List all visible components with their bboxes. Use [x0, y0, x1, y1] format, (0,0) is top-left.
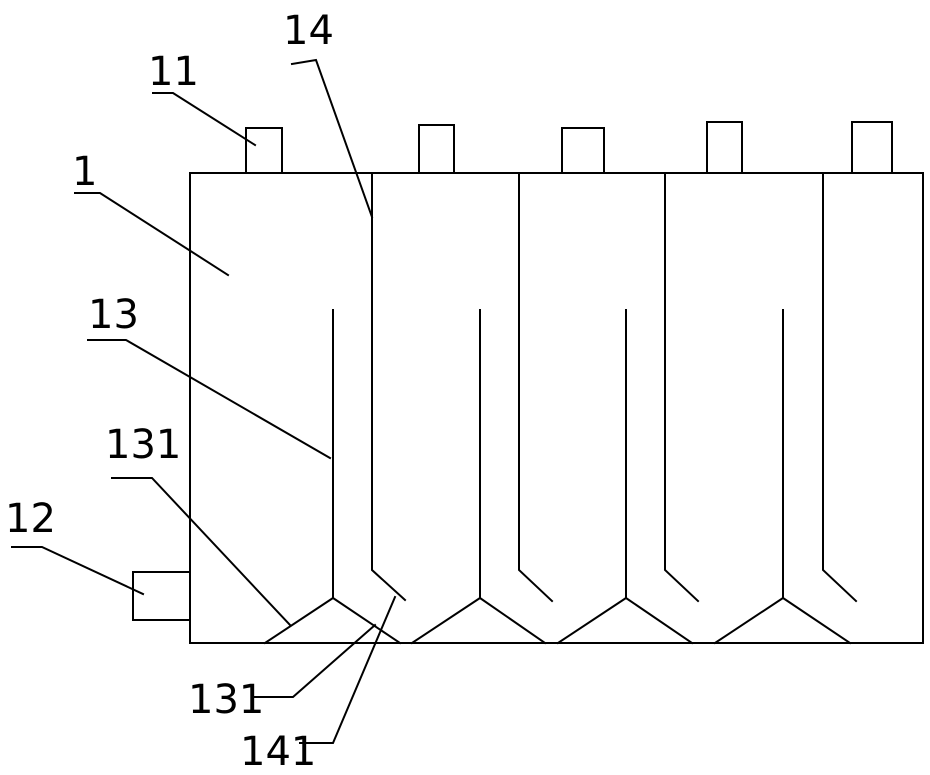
inlet-pipe-4	[706, 121, 743, 174]
outer-baffle-3	[664, 172, 700, 603]
label-outlet: 12	[5, 496, 56, 542]
inlet-pipe-5	[851, 121, 893, 174]
inlet-pipe-3	[561, 127, 605, 174]
label-deflector-inner: 131	[105, 422, 181, 468]
inlet-pipe-1	[245, 127, 283, 174]
outer-baffle-1	[371, 172, 407, 602]
leader-141	[299, 595, 397, 744]
cone-deflectors	[263, 596, 852, 645]
label-deflector-lower: 131	[188, 677, 264, 723]
cone-deflector-4	[713, 596, 852, 645]
outer-baffle-4	[822, 172, 858, 603]
leader-11	[152, 92, 257, 147]
label-tank: 1	[72, 149, 97, 195]
outlet-pipe	[132, 571, 191, 621]
leader-1	[74, 192, 230, 277]
cone-deflector-2	[410, 596, 547, 645]
inlet-pipe-2	[418, 124, 455, 174]
label-outer-deflector: 141	[240, 729, 316, 775]
leader-131-upper	[111, 477, 292, 627]
label-inlet: 11	[148, 49, 199, 95]
leader-14	[290, 58, 374, 219]
label-outer-baffle: 14	[283, 8, 334, 54]
leader-131-lower	[252, 623, 377, 698]
leader-13	[87, 339, 332, 460]
cone-deflector-1	[263, 596, 402, 645]
label-inner-baffle: 13	[88, 292, 139, 338]
inlet-pipes	[245, 121, 893, 174]
cone-deflector-3	[556, 596, 694, 645]
tank-body	[189, 172, 924, 644]
inner-baffles	[332, 309, 784, 599]
leader-lines	[11, 58, 397, 744]
outer-baffle-2	[518, 172, 554, 603]
leader-12	[11, 546, 145, 596]
outer-baffles	[371, 172, 858, 603]
